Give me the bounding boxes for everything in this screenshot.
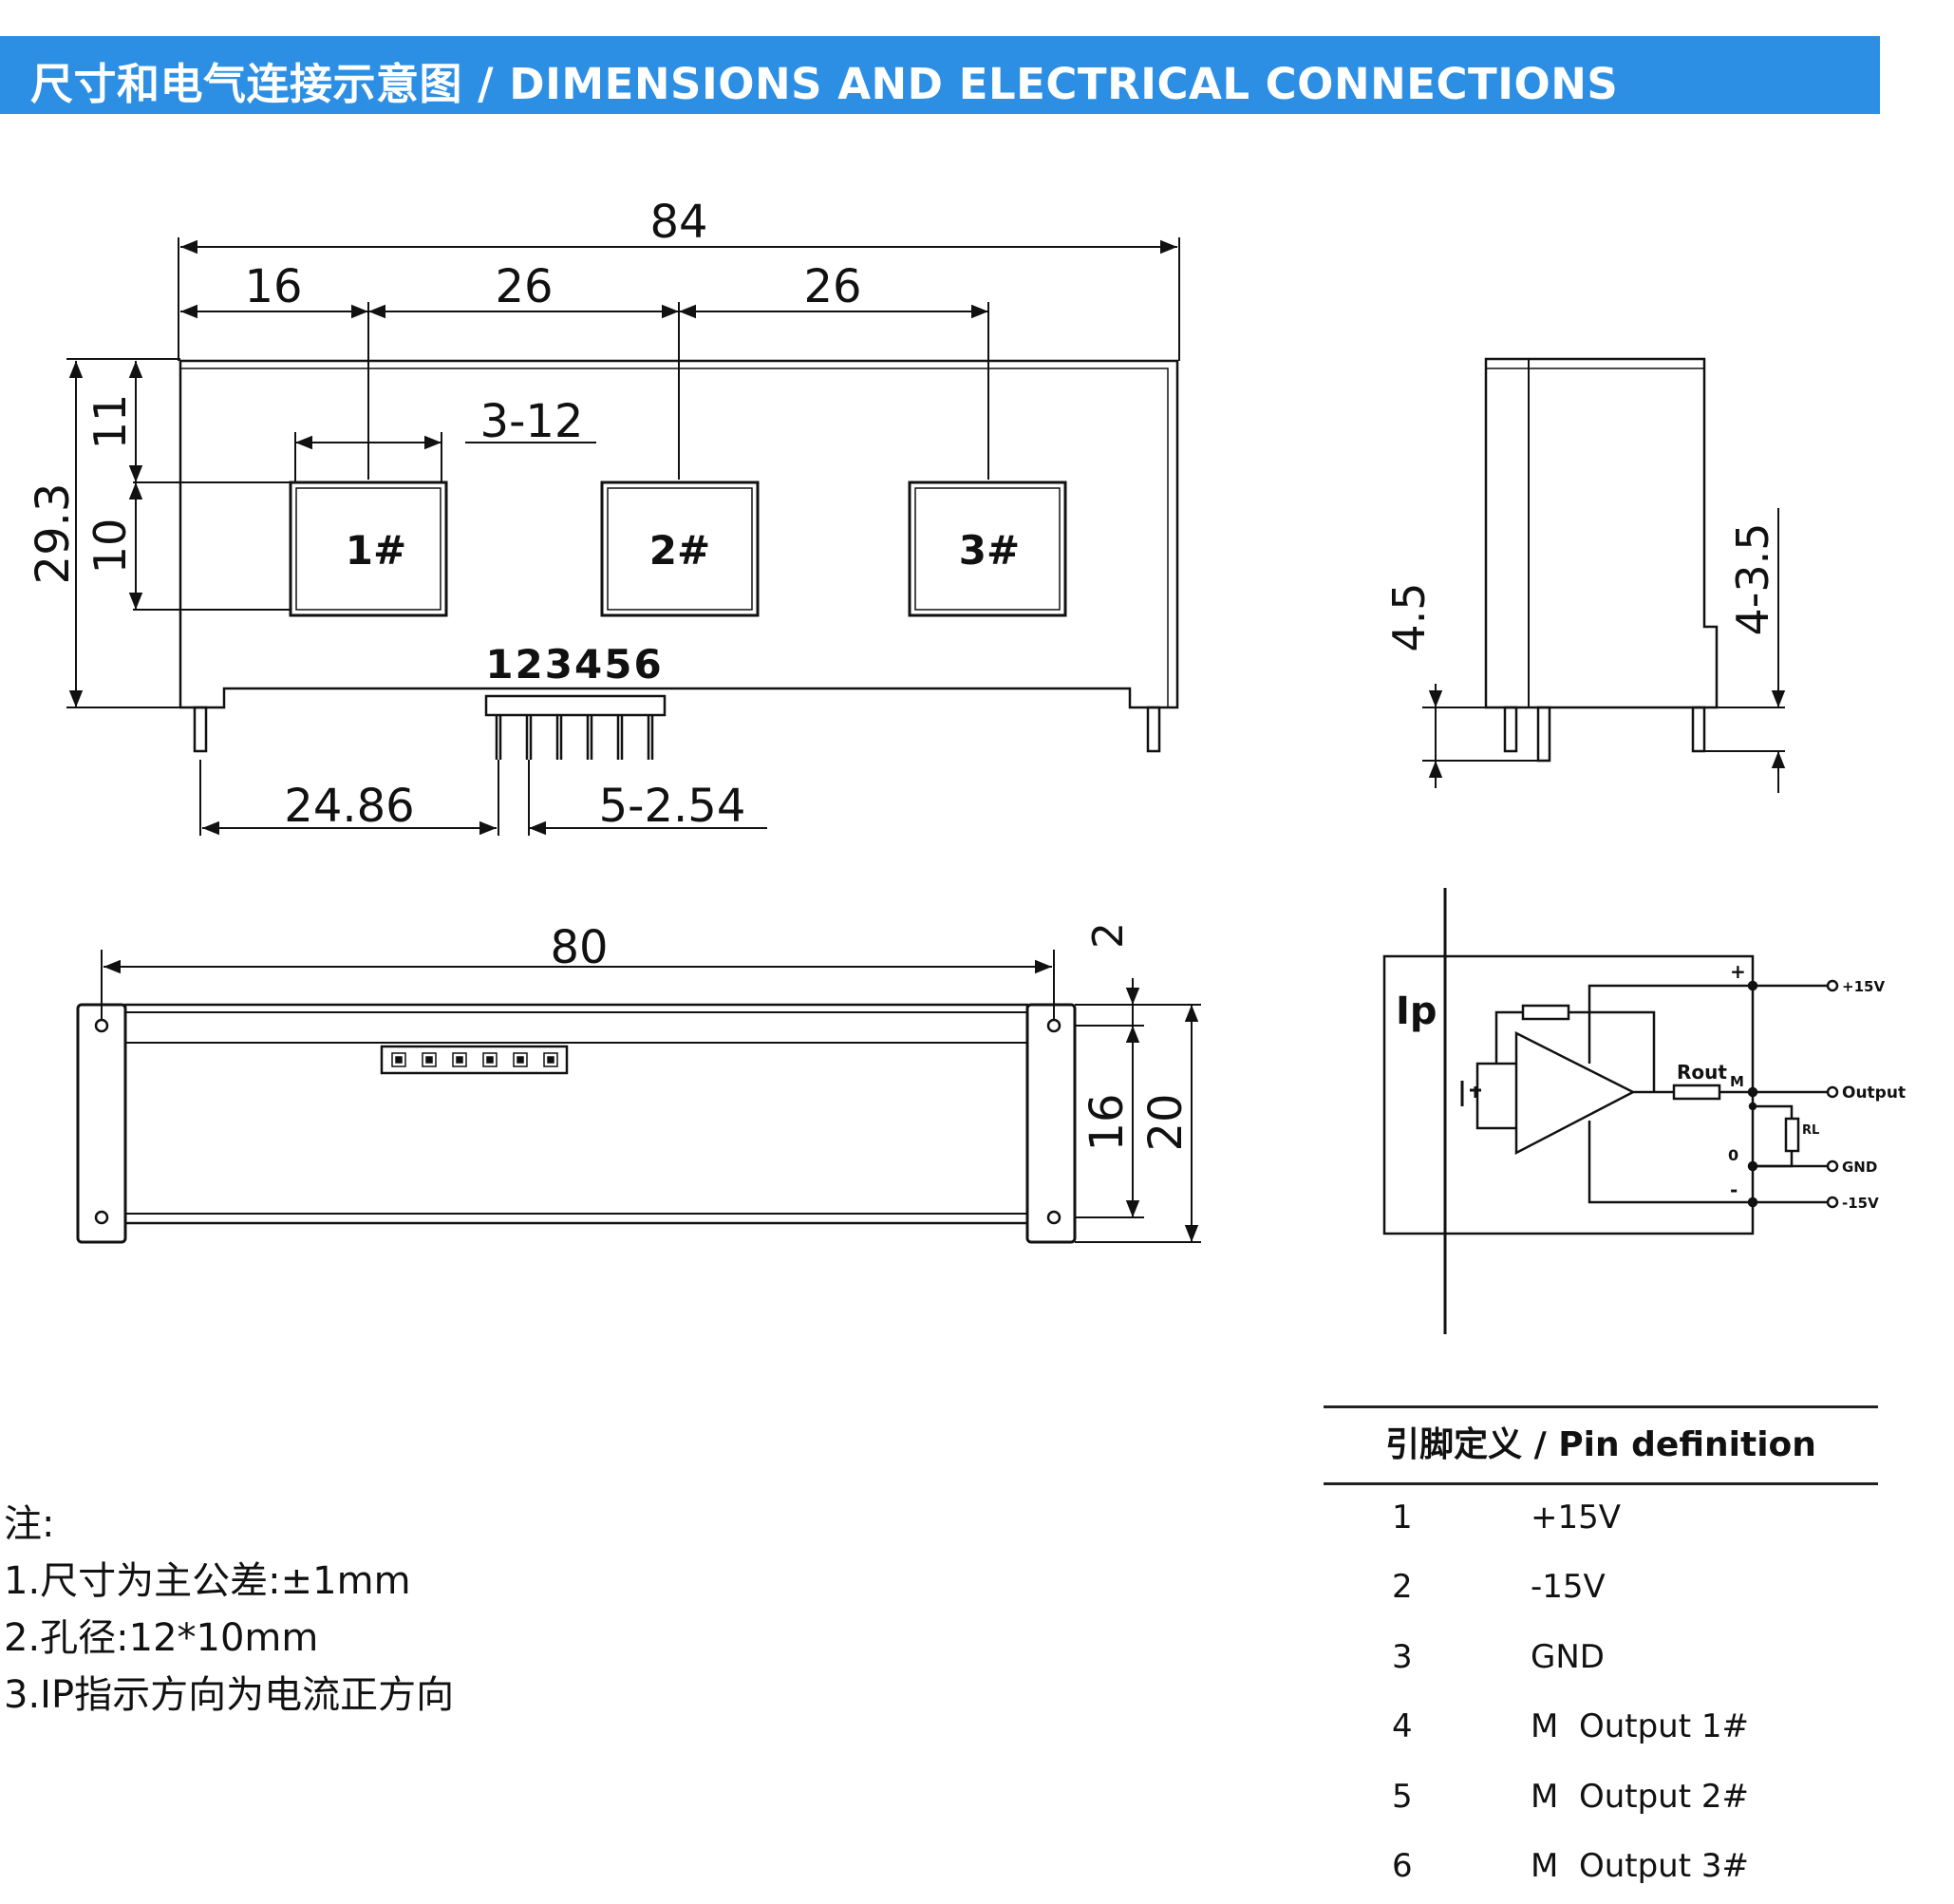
section-header-bar: 尺寸和电气连接示意图 / DIMENSIONS AND ELECTRICAL C…: [0, 36, 1880, 114]
front-view-labels: 84 16 26 26 3-12 29.3 11 10 1# 2# 3# 123…: [27, 196, 1020, 833]
terminal-minus15v: -15V: [1842, 1195, 1879, 1212]
bottom-connector-pins: [391, 1052, 558, 1067]
pin-function: +15V: [1531, 1499, 1622, 1536]
m-label: M: [1730, 1073, 1744, 1090]
connector-pins: [495, 715, 654, 760]
note-1: 1.尺寸为主公差:±1mm: [4, 1559, 411, 1603]
terminal-output: Output: [1842, 1084, 1906, 1103]
pin-row: 1 +15V: [1324, 1491, 1878, 1548]
pin-numbers: 123456: [485, 641, 663, 688]
front-mount-pin-right: [1146, 706, 1161, 753]
bottom-view: [76, 950, 1201, 1244]
dim-4-3.5: 4-3.5: [1727, 522, 1778, 635]
hall-element-icon: [1460, 1081, 1481, 1106]
bottom-flange-right: [1025, 1003, 1077, 1244]
front-view: [66, 237, 1180, 836]
hole-3: [908, 481, 1067, 617]
mount-hole-tr: [1046, 1018, 1062, 1033]
dim-11: 11: [85, 394, 136, 450]
pin-number: 4: [1392, 1707, 1413, 1745]
dim-16: 16: [244, 260, 302, 313]
dim-3-12: 3-12: [480, 395, 584, 448]
pin-function: GND: [1531, 1638, 1605, 1676]
rl-label: RL: [1802, 1123, 1819, 1138]
dim-26b: 26: [803, 260, 861, 313]
rout-label: Rout: [1677, 1061, 1727, 1084]
section-title: 尺寸和电气连接示意图 / DIMENSIONS AND ELECTRICAL C…: [30, 59, 1619, 109]
pin-number: 6: [1392, 1847, 1413, 1885]
op-amp-triangle: [1514, 1030, 1636, 1156]
dim-16b: 16: [1080, 1093, 1134, 1151]
dim-29.3: 29.3: [27, 483, 80, 585]
pin-number: 1: [1392, 1499, 1413, 1536]
dim-80: 80: [550, 921, 608, 974]
zero-label: 0: [1728, 1146, 1738, 1164]
pin-function: M Output 2#: [1531, 1778, 1749, 1816]
pin-table-title: 引脚定义 / Pin definition: [1324, 1405, 1878, 1485]
side-pin-left: [1503, 706, 1518, 753]
pin-row: 5 M Output 2#: [1324, 1770, 1878, 1827]
front-mount-pin-left: [193, 706, 208, 753]
dim-84: 84: [649, 196, 707, 249]
bottom-connector: [380, 1045, 569, 1075]
note-2: 2.孔径:12*10mm: [4, 1616, 319, 1660]
mount-hole-bl: [94, 1210, 109, 1225]
side-pin-foot: [1536, 706, 1551, 763]
pin-function: M Output 1#: [1531, 1707, 1749, 1745]
pin-row: 2 -15V: [1324, 1560, 1878, 1617]
hole-2: [600, 481, 760, 617]
rout-resistor: [1672, 1084, 1721, 1101]
dim-20: 20: [1139, 1093, 1193, 1151]
terminal-gnd: GND: [1842, 1159, 1877, 1176]
ip-label: Ip: [1396, 990, 1437, 1033]
pin-number: 3: [1392, 1638, 1413, 1676]
pin-row: 6 M Output 3#: [1324, 1839, 1878, 1896]
feedback-resistor: [1521, 1004, 1570, 1021]
bottom-body: [123, 1003, 1029, 1225]
note-3: 3.IP指示方向为电流正方向: [4, 1673, 455, 1717]
rl-resistor: [1784, 1117, 1800, 1153]
side-body-outline: [1484, 357, 1719, 709]
side-pin-right: [1691, 706, 1706, 753]
dim-10: 10: [85, 518, 136, 575]
hole-2-label: 2#: [649, 527, 710, 574]
side-view: [1422, 357, 1786, 793]
pin-function: M Output 3#: [1531, 1847, 1749, 1885]
circuit-box: [1382, 954, 1755, 1235]
dim-24.86: 24.86: [284, 780, 414, 833]
pin-function: -15V: [1531, 1568, 1606, 1606]
dim-26a: 26: [495, 260, 553, 313]
pin-number: 5: [1392, 1778, 1413, 1816]
pin-row: 3 GND: [1324, 1631, 1878, 1687]
dim-4.5: 4.5: [1383, 582, 1435, 651]
hole-1: [289, 481, 448, 617]
dim-5-2.54: 5-2.54: [599, 780, 746, 833]
circuit-diagram: [1382, 888, 1839, 1334]
bottom-flange-left: [76, 1003, 127, 1244]
pin-number: 2: [1392, 1568, 1413, 1606]
minus-label: -: [1730, 1178, 1738, 1201]
mount-hole-tl: [94, 1018, 109, 1033]
pin-row: 4 M Output 1#: [1324, 1700, 1878, 1757]
plus-label: +: [1730, 960, 1746, 983]
notes-heading: 注:: [4, 1502, 55, 1546]
connector-header: [484, 694, 667, 717]
dim-2: 2: [1084, 922, 1133, 949]
mount-hole-br: [1046, 1210, 1062, 1225]
terminal-plus15v: +15V: [1842, 978, 1885, 995]
hole-3-label: 3#: [959, 527, 1020, 574]
hole-1-label: 1#: [346, 527, 406, 574]
